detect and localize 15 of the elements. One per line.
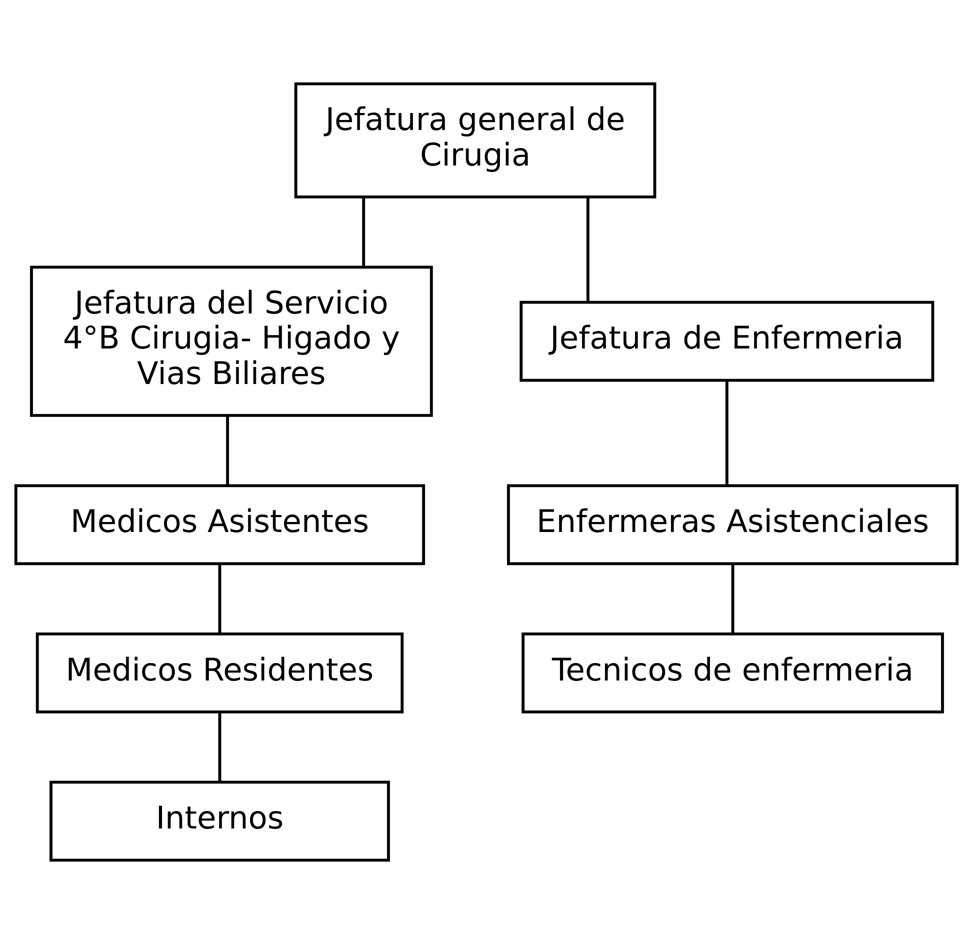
node-box: Tecnicos de enfermeria bbox=[522, 632, 944, 713]
node-box: Jefatura del Servicio 4°B Cirugia- Higado y Vias Biliares bbox=[30, 265, 433, 416]
node-box: Internos bbox=[50, 780, 390, 862]
node-box: Medicos Residentes bbox=[36, 632, 404, 713]
node-box: Enfermeras Asistenciales bbox=[506, 484, 959, 565]
node-box: Medicos Asistentes bbox=[14, 484, 426, 565]
connector bbox=[586, 196, 590, 302]
connector bbox=[218, 564, 222, 634]
connector bbox=[725, 380, 728, 486]
node-box: Jefatura general de Cirugia bbox=[294, 82, 656, 198]
connector bbox=[226, 415, 229, 485]
connector bbox=[731, 564, 734, 634]
connector bbox=[218, 712, 222, 782]
connector bbox=[362, 196, 366, 266]
node-box: Jefatura de Enfermeria bbox=[520, 300, 934, 382]
